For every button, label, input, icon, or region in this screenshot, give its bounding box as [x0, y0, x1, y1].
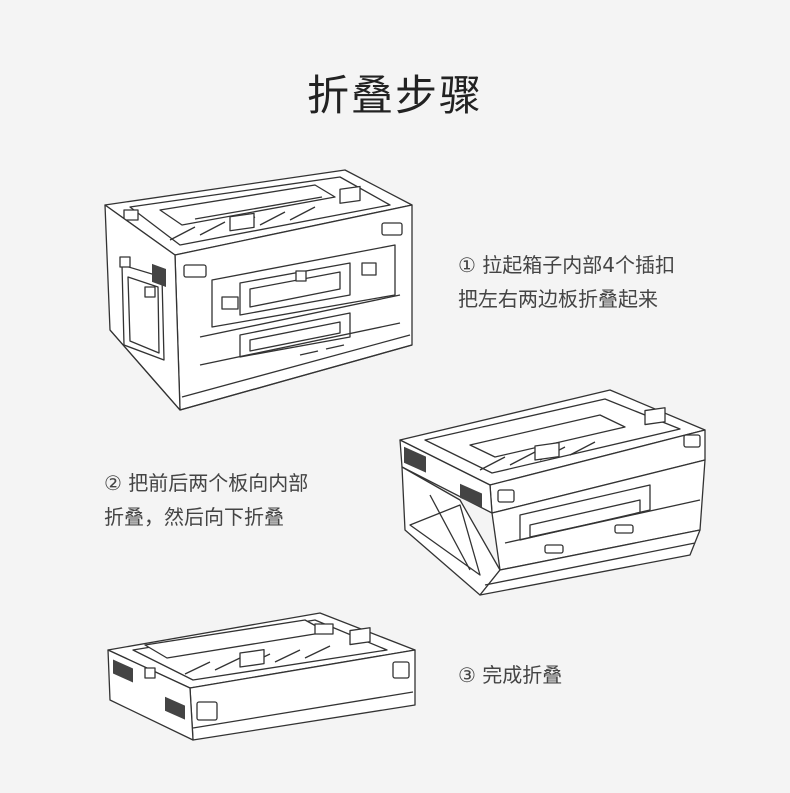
step-2-line-1: ② 把前后两个板向内部	[104, 471, 309, 495]
step-3-text: ③ 完成折叠	[458, 658, 562, 692]
step-1-line-2: 把左右两边板折叠起来	[458, 287, 658, 311]
page-title: 折叠步骤	[306, 71, 483, 120]
step-3-line-1: ③ 完成折叠	[458, 663, 563, 687]
step-2-text: ② 把前后两个板向内部 折叠，然后向下折叠	[104, 466, 308, 534]
step-1-text: ① 拉起箱子内部4个插扣 把左右两边板折叠起来	[458, 248, 675, 316]
step-2-line-2: 折叠，然后向下折叠	[104, 505, 284, 529]
storage-box-open-icon	[100, 165, 420, 415]
storage-box-folded-icon	[105, 610, 420, 745]
step-1-line-1: ① 拉起箱子内部4个插扣	[458, 253, 676, 277]
storage-box-folding-icon	[400, 385, 710, 600]
